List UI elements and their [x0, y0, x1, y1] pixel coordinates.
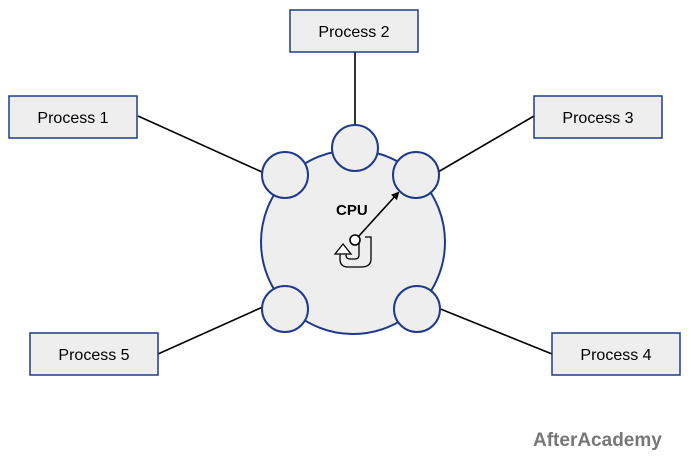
process-5-box: Process 5: [29, 332, 159, 376]
process-2-label: Process 2: [318, 24, 389, 41]
link-process-3: [437, 115, 535, 173]
round-robin-arrow-icon: [333, 236, 372, 268]
slot-process-5: [261, 285, 309, 333]
process-3-label: Process 3: [562, 110, 633, 127]
slot-process-3: [392, 151, 440, 199]
process-1-box: Process 1: [8, 95, 138, 139]
slot-process-1: [261, 151, 309, 199]
brand-watermark: AfterAcademy: [533, 430, 662, 451]
cpu-pointer-icon: [357, 191, 400, 238]
cpu-pivot: [349, 234, 361, 246]
slot-process-2: [331, 124, 379, 172]
process-4-label: Process 4: [580, 347, 651, 364]
link-process-5: [157, 305, 266, 355]
process-1-label: Process 1: [37, 110, 108, 127]
link-process-4: [437, 307, 553, 355]
cpu-label: CPU: [336, 202, 368, 219]
process-4-box: Process 4: [551, 332, 681, 376]
process-3-box: Process 3: [533, 95, 663, 139]
process-2-box: Process 2: [289, 9, 419, 53]
process-5-label: Process 5: [58, 347, 129, 364]
link-process-1: [137, 115, 263, 173]
slot-process-4: [393, 285, 441, 333]
